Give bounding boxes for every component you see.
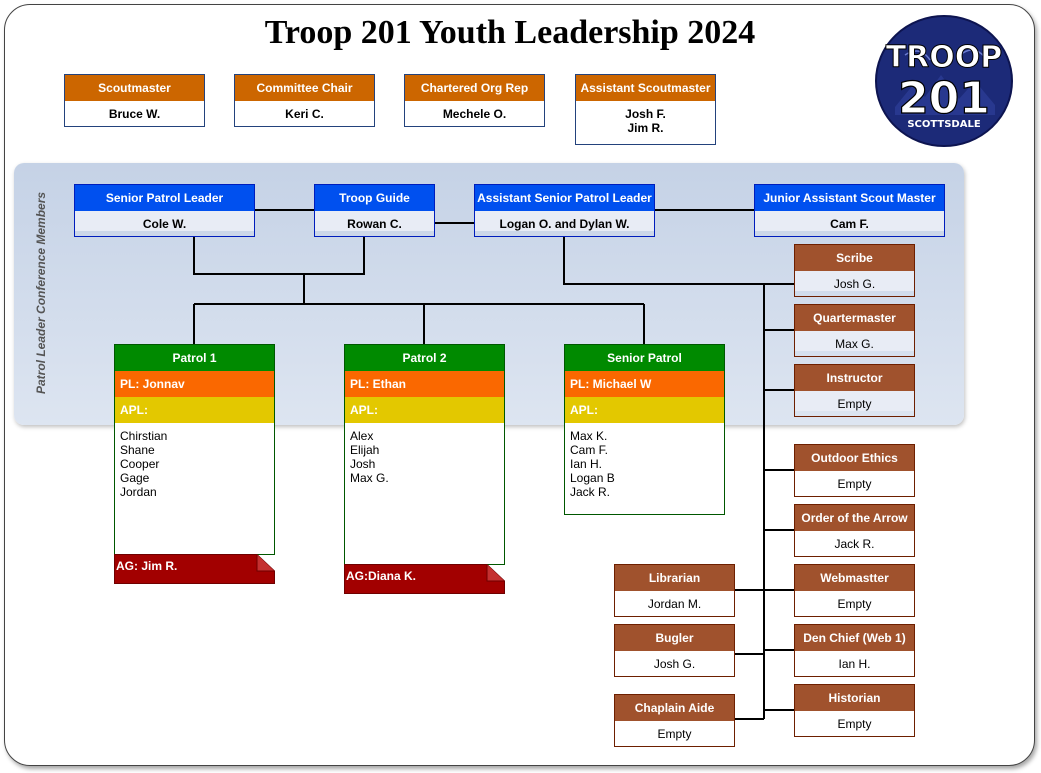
patrol-apl: APL: xyxy=(565,397,724,423)
patrol-member: Gage xyxy=(120,471,150,485)
position-box-bugler: Bugler Josh G. xyxy=(614,624,735,677)
adult-box-assistant-scoutmaster: Assistant Scoutmaster Josh F. Jim R. xyxy=(575,74,716,145)
youth-name: Logan O. and Dylan W. xyxy=(475,211,654,231)
patrol-member: Shane xyxy=(120,443,155,457)
logo-number-text: 201 xyxy=(898,73,990,124)
troop-logo: TROOP 201 SCOTTSDALE xyxy=(875,15,1013,153)
ag-label: AG:Diana K. xyxy=(346,569,417,583)
position-name: Ian H. xyxy=(795,651,914,671)
youth-role: Assistant Senior Patrol Leader xyxy=(475,185,654,211)
youth-name: Rowan C. xyxy=(315,211,434,231)
adult-role: Chartered Org Rep xyxy=(405,75,544,101)
patrol-member-list: Alex Elijah Josh Max G. xyxy=(345,423,504,485)
adult-names: Josh F. Jim R. xyxy=(576,101,715,135)
adult-box-committee-chair: Committee Chair Keri C. xyxy=(234,74,375,127)
patrol-box-senior: Senior Patrol PL: Michael W APL: Max K. … xyxy=(564,344,725,515)
adult-role: Scoutmaster xyxy=(65,75,204,101)
patrol-name: Senior Patrol xyxy=(565,345,724,371)
logo-city-text: SCOTTSDALE xyxy=(907,119,981,130)
position-box-outdoor-ethics: Outdoor Ethics Empty xyxy=(794,444,915,497)
position-name: Empty xyxy=(795,591,914,611)
position-box-quartermaster: Quartermaster Max G. xyxy=(794,304,915,357)
patrol-apl: APL: xyxy=(115,397,274,423)
position-role: Historian xyxy=(795,685,914,711)
patrol-member: Jack R. xyxy=(570,485,611,499)
youth-box-troop-guide: Troop Guide Rowan C. xyxy=(314,184,435,237)
position-name: Jack R. xyxy=(795,531,914,551)
youth-box-aspl: Assistant Senior Patrol Leader Logan O. … xyxy=(474,184,655,237)
position-name: Josh G. xyxy=(795,271,914,291)
adult-box-scoutmaster: Scoutmaster Bruce W. xyxy=(64,74,205,127)
position-name: Jordan M. xyxy=(615,591,734,611)
patrol-box-1: Patrol 1 PL: Jonnav APL: Chirstian Shane… xyxy=(114,344,275,555)
position-role: Quartermaster xyxy=(795,305,914,331)
patrol-member: Logan B xyxy=(570,471,615,485)
patrol-member: Josh xyxy=(350,457,376,471)
logo-troop-text: TROOP xyxy=(886,40,1003,75)
patrol-member: Elijah xyxy=(350,443,380,457)
adult-name: Mechele O. xyxy=(405,101,544,121)
ag-label: AG: Jim R. xyxy=(116,559,178,573)
patrol-leader: PL: Ethan xyxy=(345,371,504,397)
adult-role: Committee Chair xyxy=(235,75,374,101)
adult-name: Bruce W. xyxy=(65,101,204,121)
patrol-name: Patrol 1 xyxy=(115,345,274,371)
patrol-member: Chirstian xyxy=(120,429,168,443)
youth-role: Senior Patrol Leader xyxy=(75,185,254,211)
youth-role: Troop Guide xyxy=(315,185,434,211)
adult-name: Keri C. xyxy=(235,101,374,121)
patrol-member: Max G. xyxy=(350,471,389,485)
patrol-member: Cam F. xyxy=(570,443,609,457)
position-box-historian: Historian Empty xyxy=(794,684,915,737)
position-name: Max G. xyxy=(795,331,914,351)
patrol-member-list: Max K. Cam F. Ian H. Logan B Jack R. xyxy=(565,423,724,499)
position-role: Instructor xyxy=(795,365,914,391)
patrol-leader: PL: Michael W xyxy=(565,371,724,397)
position-name: Josh G. xyxy=(615,651,734,671)
ag-tag-patrol-2: AG:Diana K. xyxy=(344,564,505,594)
position-name: Empty xyxy=(795,711,914,731)
position-box-chaplain-aide: Chaplain Aide Empty xyxy=(614,694,735,747)
patrol-apl: APL: xyxy=(345,397,504,423)
position-box-order-of-the-arrow: Order of the Arrow Jack R. xyxy=(794,504,915,557)
patrol-member: Cooper xyxy=(120,457,160,471)
position-box-instructor: Instructor Empty xyxy=(794,364,915,417)
position-role: Bugler xyxy=(615,625,734,651)
patrol-member-list: Chirstian Shane Cooper Gage Jordan xyxy=(115,423,274,499)
youth-name: Cole W. xyxy=(75,211,254,231)
position-name: Empty xyxy=(795,391,914,411)
adult-name: Josh F. xyxy=(625,107,666,121)
adult-role: Assistant Scoutmaster xyxy=(576,75,715,101)
adult-box-chartered-org-rep: Chartered Org Rep Mechele O. xyxy=(404,74,545,127)
youth-box-spl: Senior Patrol Leader Cole W. xyxy=(74,184,255,237)
position-role: Outdoor Ethics xyxy=(795,445,914,471)
patrol-leader: PL: Jonnav xyxy=(115,371,274,397)
position-box-librarian: Librarian Jordan M. xyxy=(614,564,735,617)
position-box-scribe: Scribe Josh G. xyxy=(794,244,915,297)
patrol-member: Max K. xyxy=(570,429,608,443)
position-box-webmaster: Webmastter Empty xyxy=(794,564,915,617)
ag-tag-patrol-1: AG: Jim R. xyxy=(114,554,275,584)
position-role: Scribe xyxy=(795,245,914,271)
patrol-member: Jordan xyxy=(120,485,157,499)
page-title: Troop 201 Youth Leadership 2024 xyxy=(264,14,756,51)
patrol-box-2: Patrol 2 PL: Ethan APL: Alex Elijah Josh… xyxy=(344,344,505,565)
youth-role: Junior Assistant Scout Master xyxy=(755,185,944,211)
patrol-member: Ian H. xyxy=(570,457,603,471)
position-role: Webmastter xyxy=(795,565,914,591)
patrol-member: Alex xyxy=(350,429,374,443)
position-name: Empty xyxy=(615,721,734,741)
position-name: Empty xyxy=(795,471,914,491)
youth-name: Cam F. xyxy=(755,211,944,231)
patrol-name: Patrol 2 xyxy=(345,345,504,371)
position-role: Order of the Arrow xyxy=(795,505,914,531)
position-box-den-chief: Den Chief (Web 1) Ian H. xyxy=(794,624,915,677)
youth-box-jasm: Junior Assistant Scout Master Cam F. xyxy=(754,184,945,237)
adult-name: Jim R. xyxy=(627,121,664,135)
position-role: Chaplain Aide xyxy=(615,695,734,721)
position-role: Den Chief (Web 1) xyxy=(795,625,914,651)
position-role: Librarian xyxy=(615,565,734,591)
